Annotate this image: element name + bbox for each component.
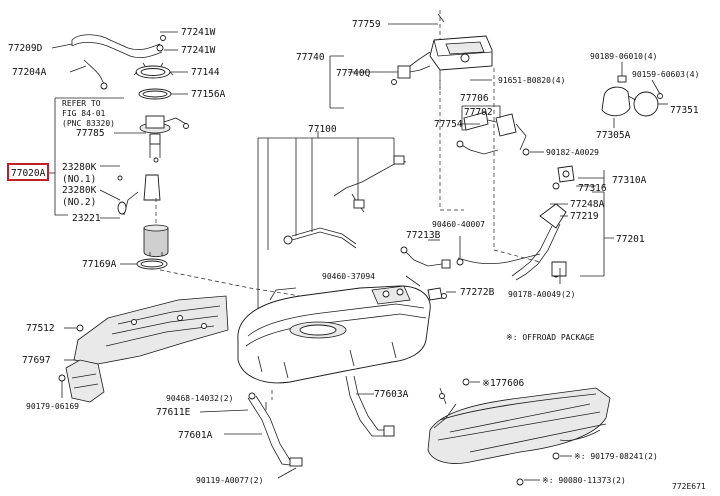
label-77351: 77351 [670, 105, 699, 116]
label-77305A: 77305A [596, 130, 631, 141]
label-23280K-1: 23280K [62, 162, 97, 173]
hose-77213B [400, 246, 541, 269]
label-90182-A0029: 90182-A0029 [546, 148, 599, 157]
label-refer-fig: FIG 84-01 [62, 109, 106, 118]
label-77706: 77706 [460, 93, 489, 104]
clamp-77272B [427, 287, 447, 301]
protector-77697 [73, 295, 229, 365]
label-77248A: 77248A [570, 199, 605, 210]
label-77740: 77740 [296, 52, 325, 63]
label-77603A: 77603A [374, 389, 409, 400]
strap-77603A [345, 375, 395, 437]
label-90179-06169: 90179-06169 [26, 402, 79, 411]
label-91651-B0820: 91651-B0820(4) [498, 76, 565, 85]
label-77272B: 77272B [460, 287, 495, 298]
label-77316: 77316 [578, 183, 607, 194]
label-23280K-2: 23280K [62, 185, 97, 196]
label-offroad-package: ※: OFFROAD PACKAGE [506, 333, 595, 342]
label-77213B: 77213B [406, 230, 441, 241]
label-77020A[interactable]: 77020A [11, 168, 46, 179]
label-90179-08241: ※: 90179-08241(2) [574, 452, 658, 461]
label-77740Q: 77740Q [336, 68, 371, 79]
gasket-77156A [138, 88, 172, 100]
highlight-box-77020A [7, 163, 49, 181]
label-77697: 77697 [22, 355, 51, 366]
label-90189-06010: 90189-06010(4) [590, 52, 657, 61]
label-77100: 77100 [308, 124, 337, 135]
label-no1: (NO.1) [62, 174, 96, 185]
fuel-tank [237, 285, 431, 384]
label-77759: 77759 [352, 19, 381, 30]
label-77201: 77201 [616, 234, 645, 245]
label-refer-pnc: (PNC 83320) [62, 119, 115, 128]
protector-lower [65, 359, 105, 403]
figure-number: 772E671 [672, 482, 706, 491]
label-77156A: 77156A [191, 89, 226, 100]
label-90159-60603: 90159-60603(4) [632, 70, 699, 79]
label-77219: 77219 [570, 211, 599, 222]
fuel-pump-body [117, 157, 161, 216]
label-77512: 77512 [26, 323, 55, 334]
label-77601A: 77601A [178, 430, 213, 441]
label-77204A: 77204A [12, 67, 47, 78]
breather-tube-assembly [71, 34, 166, 90]
label-77702: 77702 [464, 107, 493, 118]
label-90460-40007: 90460-40007 [432, 220, 485, 229]
label-90080-11373: ※: 90080-11373(2) [542, 476, 626, 485]
label-77785: 77785 [76, 128, 105, 139]
label-90178-A0049: 90178-A0049(2) [508, 290, 575, 299]
filler-cap-housing-77740 [397, 35, 493, 79]
vent-valve-77754 [456, 111, 530, 156]
label-77169A: 77169A [82, 259, 117, 270]
label-no2: (NO.2) [62, 197, 96, 208]
fuel-lines-77100 [283, 155, 407, 249]
fuel-door-opener-77316 [552, 165, 575, 190]
lock-ring-77144 [133, 62, 174, 79]
filler-pipe-77201 [511, 203, 567, 281]
label-90460-37094: 90460-37094 [322, 272, 375, 281]
label-77611E: 77611E [156, 407, 191, 418]
label-77606: ※177606 [482, 378, 525, 389]
label-77241W-b: 77241W [181, 45, 216, 56]
fuel-strainer [143, 224, 169, 257]
label-77144: 77144 [191, 67, 220, 78]
label-23221: 23221 [72, 213, 101, 224]
gasket-77169A [136, 258, 168, 270]
label-refer-to: REFER TO [62, 99, 101, 108]
label-77754: 77754 [434, 119, 463, 130]
skid-plate-77606 [427, 378, 611, 486]
label-90468-14032: 90468-14032(2) [166, 394, 233, 403]
filler-door-77305A [601, 75, 663, 117]
label-77310A: 77310A [612, 175, 647, 186]
label-90119-A0077: 90119-A0077(2) [196, 476, 263, 485]
fuel-pump-flange [139, 115, 189, 158]
label-77209D: 77209D [8, 43, 43, 54]
strap-77601A [247, 392, 303, 467]
label-77241W-a: 77241W [181, 27, 216, 38]
